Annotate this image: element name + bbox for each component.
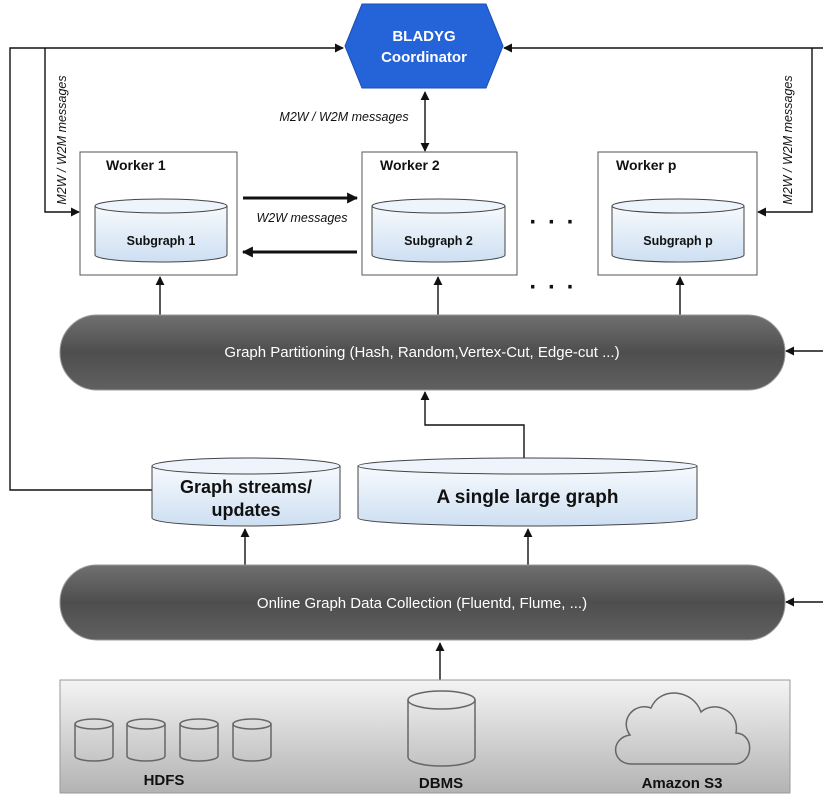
subgraph-cylinder-top [611,198,745,214]
dbms-label: DBMS [419,775,463,792]
subgraph-cylinder-top [371,198,506,214]
arrows-ellipsis: · · · [529,274,576,301]
coordinator-label-line2: Coordinator [381,49,467,66]
graph-streams-store: Graph streams/ updates [151,457,341,527]
single-large-graph-store: A single large graph [357,457,698,527]
worker-p: Worker p Subgraph p [597,151,758,276]
subgraph-cylinder-top [94,198,228,214]
worker-title: Worker 2 [380,157,440,173]
graph-partitioning-bar: Graph Partitioning (Hash, Random,Vertex-… [59,314,786,391]
hdfs-icon [74,718,272,762]
coordinator-label-line1: BLADYG [392,28,455,45]
workers-ellipsis: · · · [529,209,576,236]
coordinator-hexagon [344,3,504,89]
right-messages-label: M2W / W2M messages [781,75,795,204]
partitioning-pill [59,314,786,391]
data-collection-bar: Online Graph Data Collection (Fluentd, F… [59,564,786,641]
subgraph-label: Subgraph 2 [404,234,473,248]
center-messages-label: M2W / W2M messages [279,110,408,124]
sources-box [59,679,791,794]
left-messages-label: M2W / W2M messages [55,75,69,204]
subgraph-label: Subgraph 1 [127,234,196,248]
collection-pill [59,564,786,641]
streams-cylinder-top [151,457,341,475]
data-sources-panel: HDFS DBMS Amazon S3 [59,679,791,794]
collection-label: Online Graph Data Collection (Fluentd, F… [257,595,587,612]
hdfs-label: HDFS [144,772,185,789]
worker-title: Worker 1 [106,157,166,173]
worker-1: Worker 1 Subgraph 1 [79,151,238,276]
streams-to-coordinator-connector [9,43,344,491]
right-coordinator-to-workerp-connector [757,48,813,217]
streams-cylinder-body [151,465,341,527]
left-coordinator-to-worker1-connector [44,48,80,217]
dbms-icon [407,690,476,767]
worker-2: Worker 2 Subgraph 2 [361,151,518,276]
cloud-icon [614,692,751,765]
subgraph-label: Subgraph p [643,234,713,248]
subgraph-cylinder-body [611,205,745,263]
bladyg-coordinator: BLADYG Coordinator [344,3,504,89]
amazon-s3-label: Amazon S3 [642,775,723,792]
streams-label-line2: updates [211,500,280,520]
partitioning-label: Graph Partitioning (Hash, Random,Vertex-… [224,344,619,361]
worker-title: Worker p [616,157,676,173]
subgraph-cylinder-body [371,205,506,263]
subgraph-cylinder-body [94,205,228,263]
single-graph-to-partitioning-arrow [420,391,525,458]
single-graph-cylinder-body [357,465,698,527]
streams-label-line1: Graph streams/ [180,477,312,497]
single-graph-label: A single large graph [437,487,619,508]
w2w-messages-label: W2W messages [257,211,348,225]
single-graph-cylinder-top [357,457,698,475]
